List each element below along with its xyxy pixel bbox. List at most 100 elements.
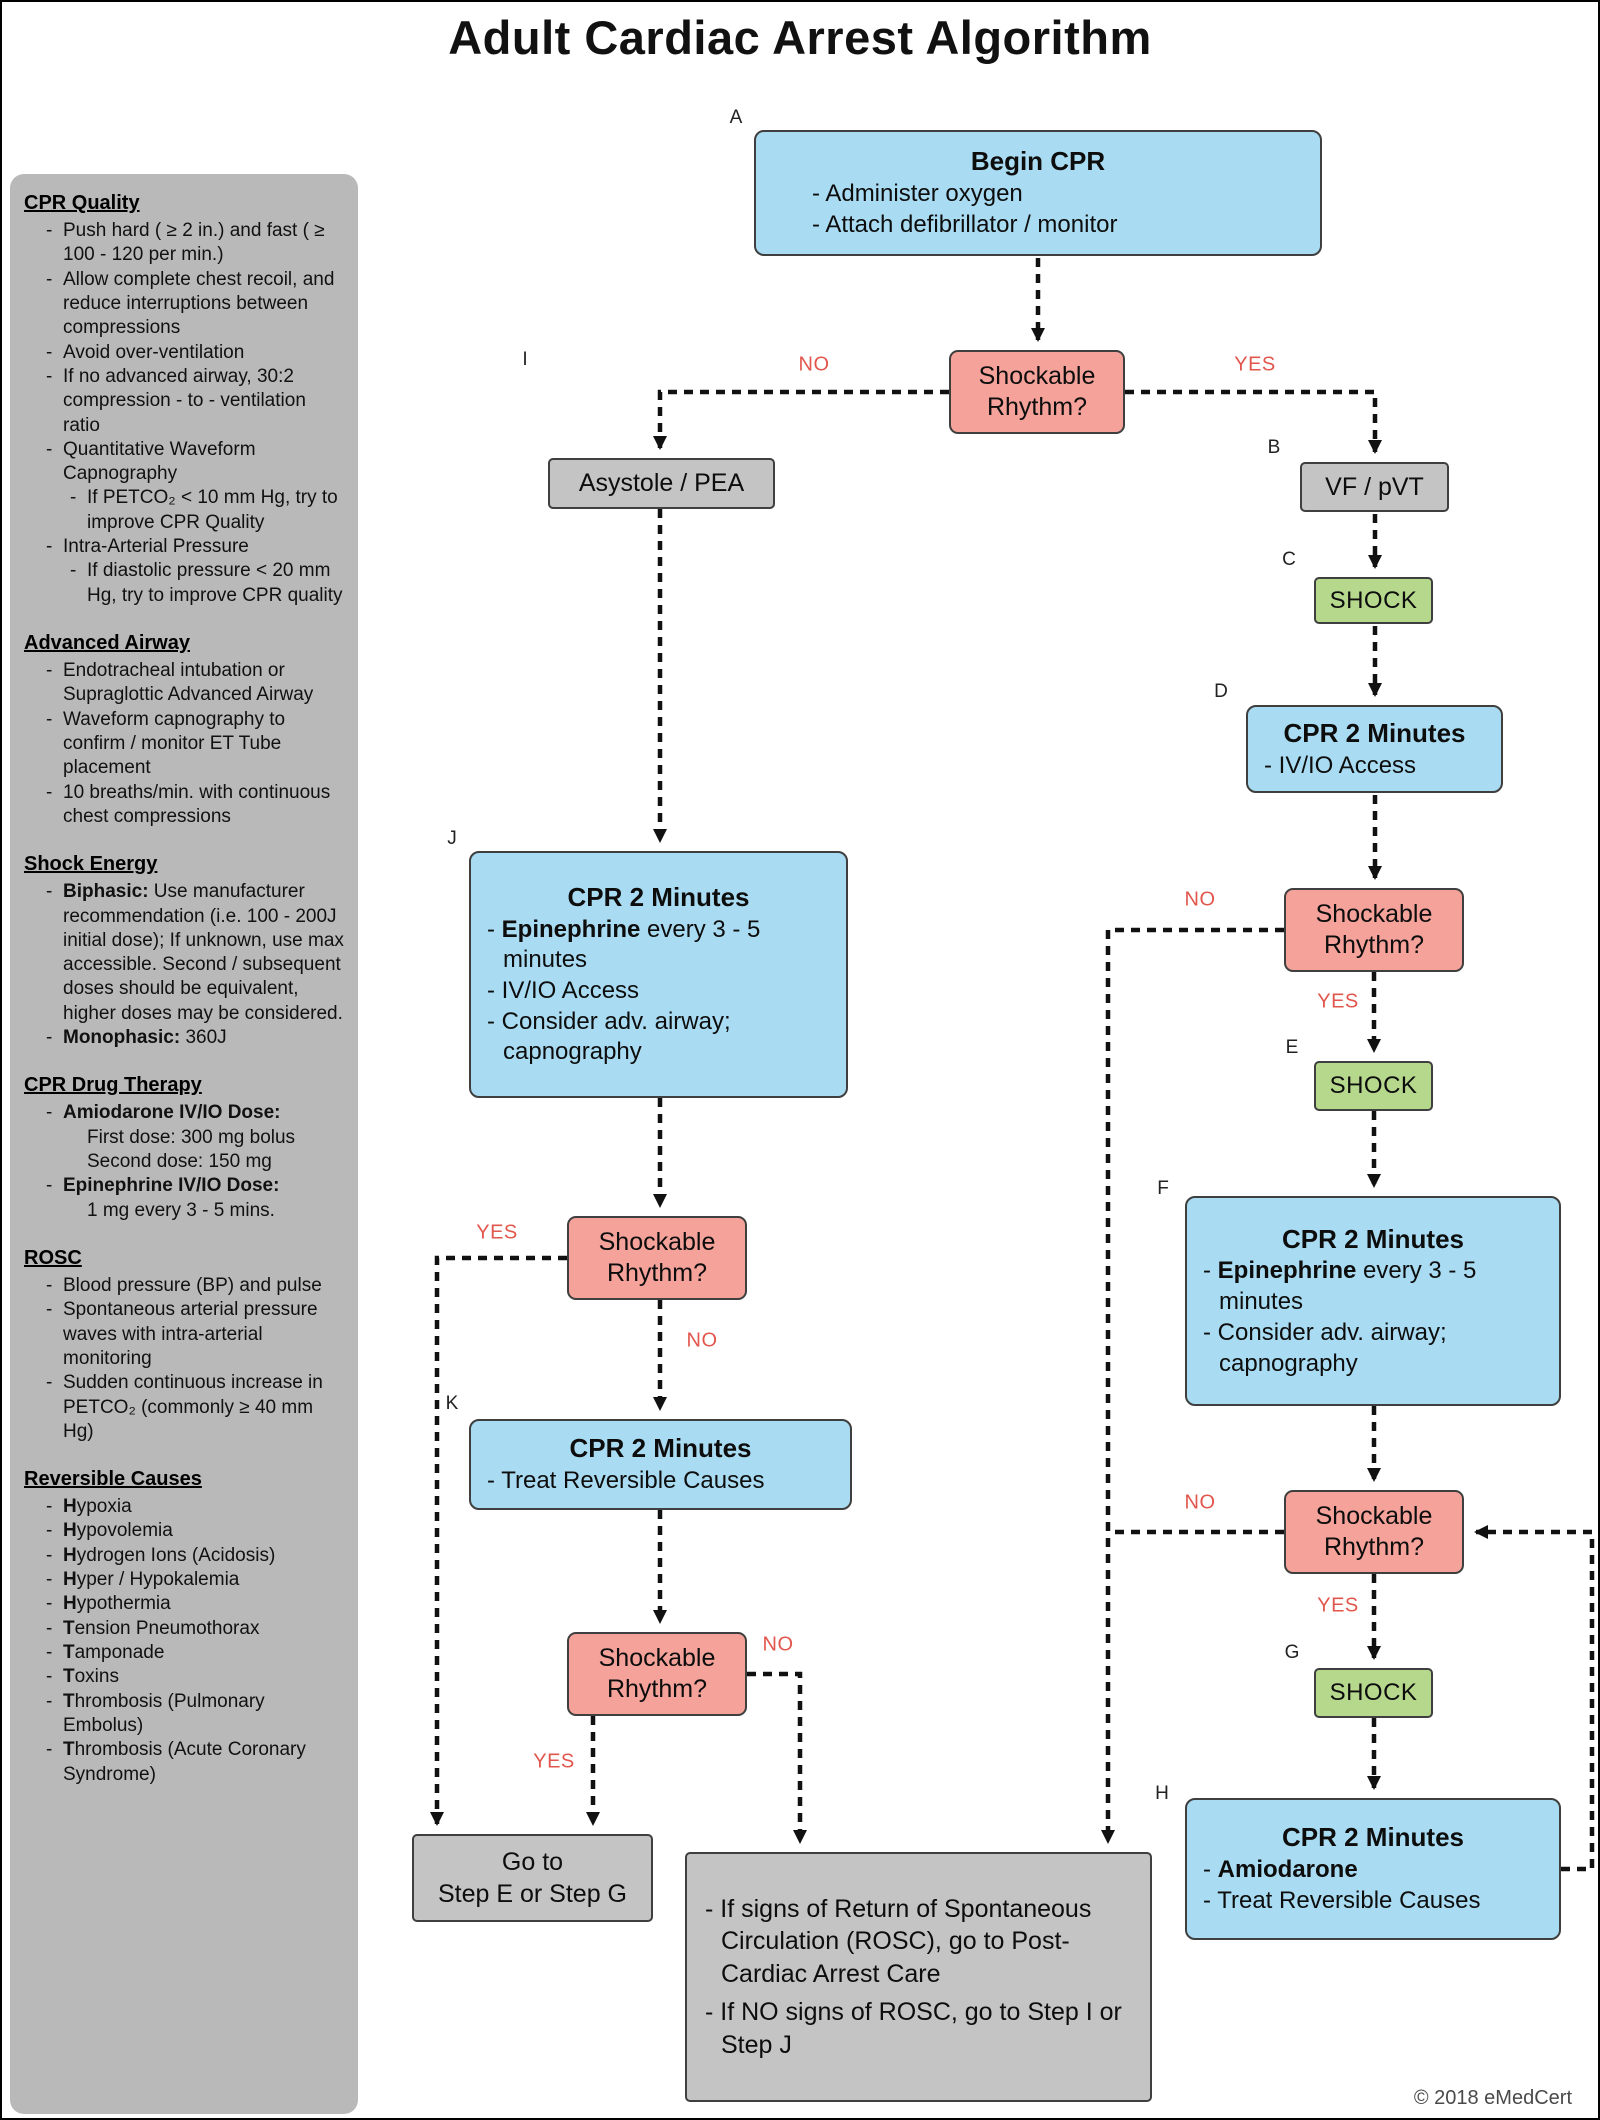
node-begin-cpr: Begin CPR - Administer oxygen - Attach d…	[754, 130, 1322, 256]
sidebar-item: -Waveform capnography to confirm / monit…	[46, 708, 346, 781]
bullet-dash: -	[70, 487, 77, 509]
bullet-dash: -	[46, 1642, 53, 1663]
sidebar-item-text: Thrombosis (Acute Coronary Syndrome)	[63, 1739, 306, 1785]
bullet-dash: -	[46, 1027, 53, 1049]
sidebar-section: CPR Quality -Push hard ( ≥ 2 in.) and fas…	[24, 192, 346, 608]
node-cpr-2min-k: CPR 2 Minutes - Treat Reversible Causes	[469, 1419, 852, 1510]
node-shock-e: SHOCK	[1314, 1061, 1433, 1111]
node-cpr-2min-h: CPR 2 Minutes - Amiodarone - Treat Rever…	[1185, 1798, 1561, 1940]
bullet-dash: -	[46, 660, 53, 681]
sidebar-section: CPR Drug Therapy-Amiodarone IV/IO Dose:F…	[24, 1074, 346, 1223]
node-line: - Treat Reversible Causes	[487, 1466, 834, 1497]
sidebar-item: -Hypovolemia	[46, 1519, 346, 1543]
bullet-dash	[70, 1199, 87, 1223]
line-text: - Consider adv. airway; capnography	[1203, 1318, 1447, 1377]
node-title: CPR 2 Minutes	[1283, 717, 1466, 748]
bullet-dash: -	[46, 365, 53, 387]
sidebar-item: -Tension Pneumothorax	[46, 1617, 346, 1641]
step-label-h: H	[1155, 1783, 1169, 1804]
sidebar-item-text: If diastolic pressure < 20 mm Hg, try to…	[87, 560, 343, 606]
sidebar-item: First dose: 300 mg bolus	[70, 1126, 346, 1150]
sidebar-heading: Shock Energy	[24, 853, 158, 876]
sidebar-item-text: Second dose: 150 mg	[87, 1151, 272, 1172]
sidebar-item-text: Allow complete chest recoil, and reduce …	[63, 268, 335, 339]
page-title: Adult Cardiac Arrest Algorithm	[448, 11, 1152, 64]
sidebar-item-text: Epinephrine IV/IO Dose:	[63, 1175, 280, 1197]
sidebar-item-text: Endotracheal intubation or Supraglottic …	[63, 660, 314, 706]
line-text: - Treat Reversible Causes	[1203, 1886, 1481, 1914]
branch-label-yes-5: YES	[533, 1750, 575, 1773]
bullet-dash: -	[46, 1617, 53, 1639]
node-line: - IV/IO Access	[487, 976, 830, 1007]
sidebar-item: -Push hard ( ≥ 2 in.) and fast ( ≥ 100 -…	[46, 219, 346, 268]
sidebar-item-text: First dose: 300 mg bolus	[87, 1126, 296, 1148]
sidebar-item: -10 breaths/min. with continuous chest c…	[46, 781, 346, 830]
node-line: - Treat Reversible Causes	[1203, 1886, 1543, 1917]
bullet-dash: -	[46, 1666, 53, 1688]
node-asystole-pea: Asystole / PEA	[548, 458, 775, 509]
node-title: Begin CPR	[970, 146, 1106, 177]
bullet-dash: -	[46, 341, 53, 363]
bullet-dash: -	[46, 1690, 53, 1712]
bullet-dash: -	[46, 1372, 53, 1394]
sidebar-item: -Avoid over-ventilation	[46, 341, 346, 365]
line-text: every 3 - 5 minutes	[503, 915, 761, 974]
node-rosc-note: - If signs of Return of Spontaneous Circ…	[685, 1852, 1152, 2102]
sidebar-item-text: Amiodarone IV/IO Dose:	[63, 1102, 281, 1124]
node-title: CPR 2 Minutes	[1281, 1822, 1465, 1853]
bullet-dash: -	[46, 1299, 53, 1321]
sidebar-item: -Spontaneous arterial pressure waves wit…	[46, 1298, 346, 1371]
bullet-dash: -	[46, 1520, 53, 1542]
branch-label-no-4: NO	[686, 1329, 718, 1352]
bullet-dash: -	[46, 781, 53, 803]
sidebar: CPR Quality -Push hard ( ≥ 2 in.) and fas…	[10, 174, 358, 2114]
sidebar-item: -Monophasic: 360J	[46, 1026, 346, 1050]
bullet-dash: -	[70, 560, 77, 582]
sidebar-item-text: Avoid over-ventilation	[63, 341, 245, 363]
sidebar-item: -If diastolic pressure < 20 mm Hg, try t…	[70, 559, 346, 608]
node-shock-g: SHOCK	[1314, 1668, 1433, 1718]
node-line: - IV/IO Access	[1264, 751, 1485, 782]
line-text: - Administer oxygen	[812, 180, 1023, 208]
node-title: CPR 2 Minutes	[1281, 1223, 1465, 1254]
node-goto-step-e-g: Go to Step E or Step G	[412, 1834, 653, 1922]
sidebar-item-text: Blood pressure (BP) and pulse	[63, 1274, 322, 1296]
bullet-dash: -	[46, 1593, 53, 1615]
decision-shockable-rhythm-2: Shockable Rhythm?	[1284, 888, 1464, 972]
sidebar-item-text: Thrombosis (Pulmonary Embolus)	[63, 1690, 265, 1736]
sidebar-item-text: Hypothermia	[63, 1593, 171, 1615]
node-line: - If signs of Return of Spontaneous Circ…	[705, 1893, 1132, 1991]
bullet-dash: -	[46, 1569, 53, 1591]
line-text: - Attach defibrillator / monitor	[812, 210, 1118, 238]
sidebar-item: -If no advanced airway, 30:2 compression…	[46, 365, 346, 438]
node-line: - Epinephrine every 3 - 5 minutes	[487, 915, 830, 976]
sidebar-item: -Intra-Arterial Pressure	[46, 535, 346, 559]
branch-label-yes-2: YES	[1317, 990, 1359, 1013]
sidebar-item: -If PETCO₂ < 10 mm Hg, try to improve CP…	[70, 486, 346, 535]
sidebar-item: -Blood pressure (BP) and pulse	[46, 1274, 346, 1298]
sidebar-item: -Toxins	[46, 1665, 346, 1689]
branch-label-no-2: NO	[1184, 888, 1216, 911]
sidebar-heading: CPR Drug Therapy	[24, 1074, 202, 1097]
sidebar-item-text: If no advanced airway, 30:2 compression …	[63, 365, 306, 436]
sidebar-heading: Advanced Airway	[24, 632, 190, 654]
line-bold: Epinephrine	[501, 915, 641, 943]
sidebar-item: -Hyper / Hypokalemia	[46, 1568, 346, 1592]
node-line: - Administer oxygen	[812, 179, 1304, 210]
sidebar-heading: CPR Quality	[24, 192, 140, 214]
branch-label-no-3: NO	[1184, 1491, 1216, 1514]
node-title: CPR 2 Minutes	[567, 881, 750, 912]
bullet-dash: -	[46, 881, 53, 903]
sidebar-section: ROSC-Blood pressure (BP) and pulse-Spont…	[24, 1247, 346, 1444]
node-cpr-2min-d: CPR 2 Minutes - IV/IO Access	[1246, 705, 1503, 793]
sidebar-item-text: Sudden continuous increase in PETCO₂ (co…	[63, 1372, 323, 1442]
sidebar-item: -Quantitative Waveform Capnography	[46, 438, 346, 487]
sidebar-item-text: Biphasic: Use manufacturer recommendatio…	[63, 881, 344, 1024]
step-label-c: C	[1282, 549, 1296, 570]
sidebar-item-text: Spontaneous arterial pressure waves with…	[63, 1299, 318, 1369]
sidebar-heading: Reversible Causes	[24, 1468, 202, 1491]
bullet-dash: -	[46, 536, 53, 558]
step-label-k: K	[445, 1393, 459, 1414]
sidebar-item-text: Hydrogen Ions (Acidosis)	[63, 1544, 276, 1566]
sidebar-item-text: Hypoxia	[63, 1496, 132, 1518]
